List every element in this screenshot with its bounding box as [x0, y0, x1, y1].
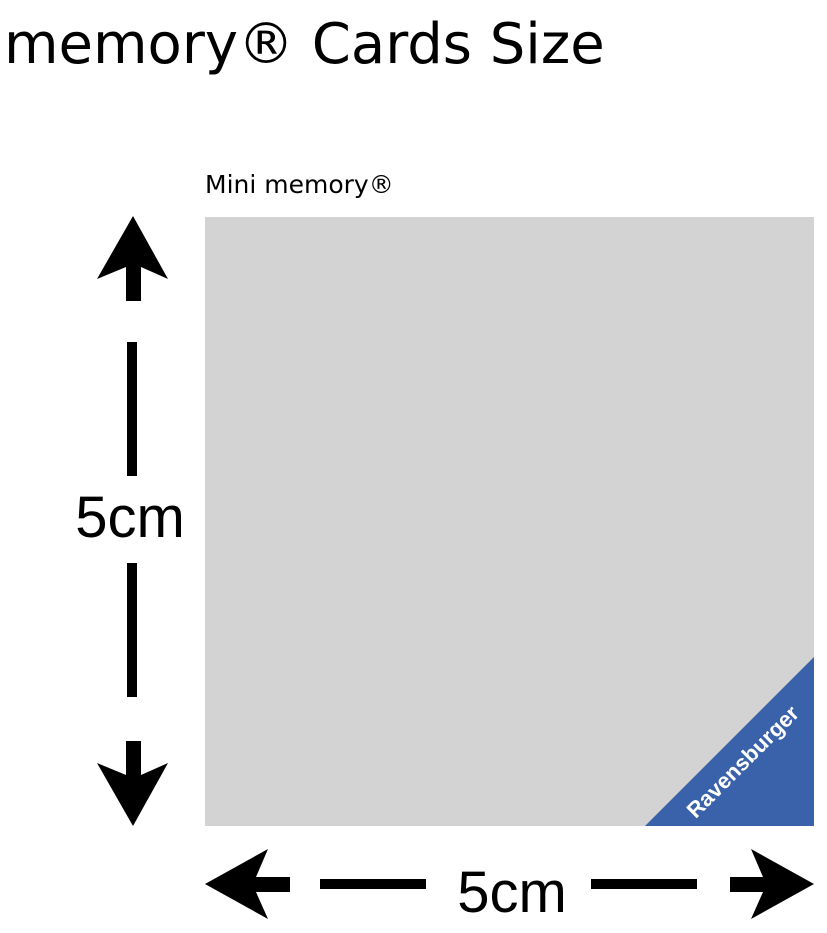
- arrow-down-icon: [97, 741, 168, 826]
- dimension-line: [320, 879, 426, 889]
- height-label: 5cm: [75, 485, 185, 550]
- brand-corner: [645, 657, 814, 826]
- card-label: Mini memory®: [205, 170, 394, 199]
- arrow-left-icon: [205, 849, 290, 919]
- height-dimension: 5cm: [75, 216, 185, 826]
- width-dimension: 5cm: [205, 849, 814, 925]
- card-shape: [205, 217, 814, 826]
- page-title: memory® Cards Size: [4, 12, 605, 77]
- dimension-line: [127, 342, 137, 476]
- arrow-right-icon: [730, 849, 814, 919]
- width-label: 5cm: [457, 860, 567, 925]
- dimension-line: [127, 563, 137, 697]
- dimension-line: [591, 879, 697, 889]
- arrow-up-icon: [97, 216, 168, 301]
